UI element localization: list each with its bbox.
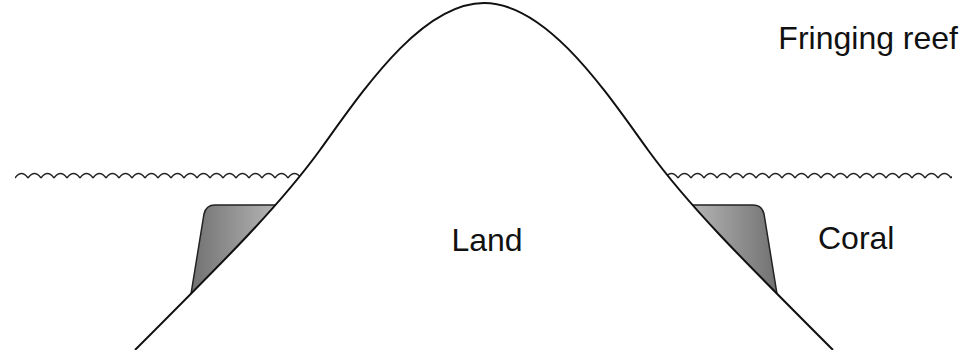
- part-label: Coral: [818, 222, 894, 254]
- diagram-title: Fringing reef: [778, 22, 958, 54]
- land-mass: Land: [135, 0, 833, 350]
- land-outline-path: [135, 3, 833, 350]
- land-outline: [135, 0, 833, 350]
- land-label: Land: [451, 224, 522, 256]
